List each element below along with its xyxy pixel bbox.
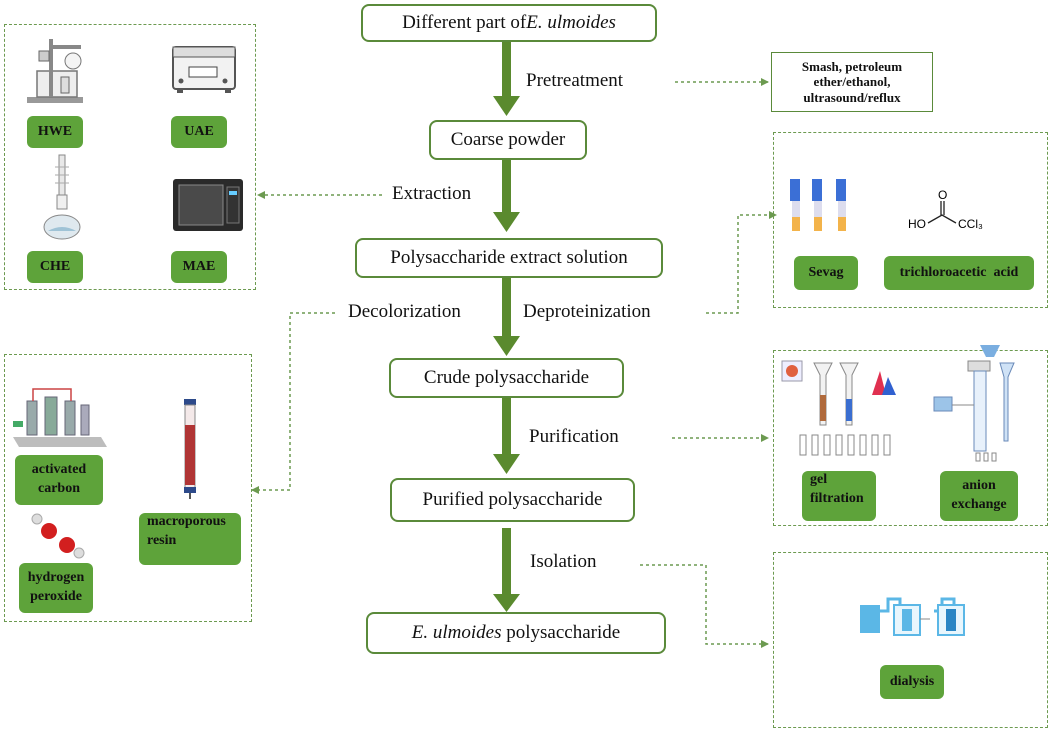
flow-arrow-2: [493, 160, 520, 232]
activated-carbon-apparatus-icon: [13, 388, 107, 447]
hwe-apparatus-icon: [27, 39, 83, 103]
purification-panel: gel filtration anion exchange: [773, 345, 1048, 526]
pretreatment-note: Smash, petroleum ether/ethanol, ultrasou…: [771, 52, 933, 112]
main-flow-arrows: [493, 42, 520, 612]
isolation-panel: dialysis: [773, 552, 1048, 728]
flow-arrow-1: [493, 42, 520, 116]
method-uae: UAE: [171, 116, 227, 148]
species-name: E. ulmoides: [526, 12, 616, 33]
step-final-polysaccharide: E. ulmoides polysaccharide: [366, 612, 666, 654]
method-macroporous-resin: macroporous resin: [139, 513, 241, 565]
activated-carbon-line2: carbon: [38, 481, 80, 496]
method-sevag: Sevag: [794, 256, 858, 290]
uae-device-icon: [172, 46, 236, 93]
gel-filtration-line2: filtration: [810, 490, 864, 506]
connector-isolation: [640, 564, 769, 648]
method-hwe: HWE: [27, 116, 83, 148]
connector-decolorization: [251, 312, 335, 494]
method-mae: MAE: [171, 251, 227, 283]
sevag-funnels-icon: [790, 179, 846, 231]
step-different-part-text: Different part of: [402, 12, 527, 33]
decolorization-panel: activated carbon hydrogen peroxide macro…: [4, 354, 252, 622]
anion-exchange-line1: anion: [962, 478, 996, 494]
step-final-text: polysaccharide: [501, 622, 621, 643]
label-deproteinization: Deproteinization: [523, 301, 651, 322]
connector-deproteinization: [706, 211, 777, 314]
label-extraction: Extraction: [392, 183, 472, 204]
macroporous-resin-column-icon: [184, 399, 196, 499]
label-pretreatment: Pretreatment: [526, 70, 624, 91]
species-name-final: E. ulmoides: [411, 622, 502, 643]
mae-microwave-icon: [173, 179, 243, 231]
gel-filtration-line1: gel: [810, 472, 828, 487]
step-crude-polysaccharide-text: Crude polysaccharide: [423, 367, 590, 388]
method-hydrogen-peroxide: hydrogen peroxide: [19, 563, 93, 613]
dotted-connectors: [251, 78, 777, 648]
method-trichloroacetic-acid: trichloroacetic acid: [884, 256, 1034, 290]
activated-carbon-line1: activated: [31, 462, 87, 478]
flow-arrow-5: [493, 528, 520, 612]
che-apparatus-icon: [43, 154, 81, 240]
method-anion-exchange: anion exchange: [940, 471, 1018, 521]
hydrogen-peroxide-line2: peroxide: [30, 589, 82, 604]
step-coarse-powder-text: Coarse powder: [450, 129, 566, 150]
tca-ccl3-label: CCl₃: [958, 217, 983, 231]
step-different-part: Different part of E. ulmoides: [361, 4, 657, 42]
method-gel-filtration: gel filtration: [802, 471, 876, 521]
method-dialysis: dialysis: [880, 665, 944, 699]
tca-o-label: O: [938, 188, 947, 202]
hydrogen-peroxide-line1: hydrogen: [27, 570, 85, 586]
gel-filtration-diagram-icon: [781, 360, 896, 456]
method-activated-carbon: activated carbon: [15, 455, 103, 505]
macroporous-resin-line1: macroporous: [147, 514, 226, 529]
step-extract-solution-text: Polysaccharide extract solution: [390, 247, 628, 268]
tca-structure-icon: HO O CCl₃: [908, 188, 983, 231]
anion-exchange-diagram-icon: [933, 345, 1015, 462]
pretreatment-note-line1: Smash, petroleum: [801, 58, 903, 74]
tca-ho-label: HO: [908, 217, 926, 231]
step-purified-polysaccharide: Purified polysaccharide: [390, 478, 635, 522]
anion-exchange-line2: exchange: [951, 497, 1007, 512]
step-purified-polysaccharide-text: Purified polysaccharide: [422, 489, 603, 510]
method-che: CHE: [27, 251, 83, 283]
dialysis-diagram-icon: [860, 597, 965, 636]
deproteinization-panel: HO O CCl₃ Sevag trichloroacetic acid: [773, 132, 1048, 308]
label-decolorization: Decolorization: [348, 301, 461, 322]
flow-arrow-4: [493, 398, 520, 474]
label-isolation: Isolation: [530, 551, 597, 572]
label-purification: Purification: [529, 426, 619, 447]
macroporous-resin-line2: resin: [147, 532, 177, 548]
pretreatment-note-line3: ultrasound/reflux: [803, 89, 901, 105]
hydrogen-peroxide-molecule-icon: [31, 513, 85, 559]
step-extract-solution: Polysaccharide extract solution: [355, 238, 663, 278]
pretreatment-note-line2: ether/ethanol,: [813, 74, 891, 90]
step-crude-polysaccharide: Crude polysaccharide: [389, 358, 624, 398]
extraction-panel: HWE UAE CHE MAE: [4, 24, 256, 290]
step-coarse-powder: Coarse powder: [429, 120, 587, 160]
flow-arrow-3: [493, 278, 520, 356]
